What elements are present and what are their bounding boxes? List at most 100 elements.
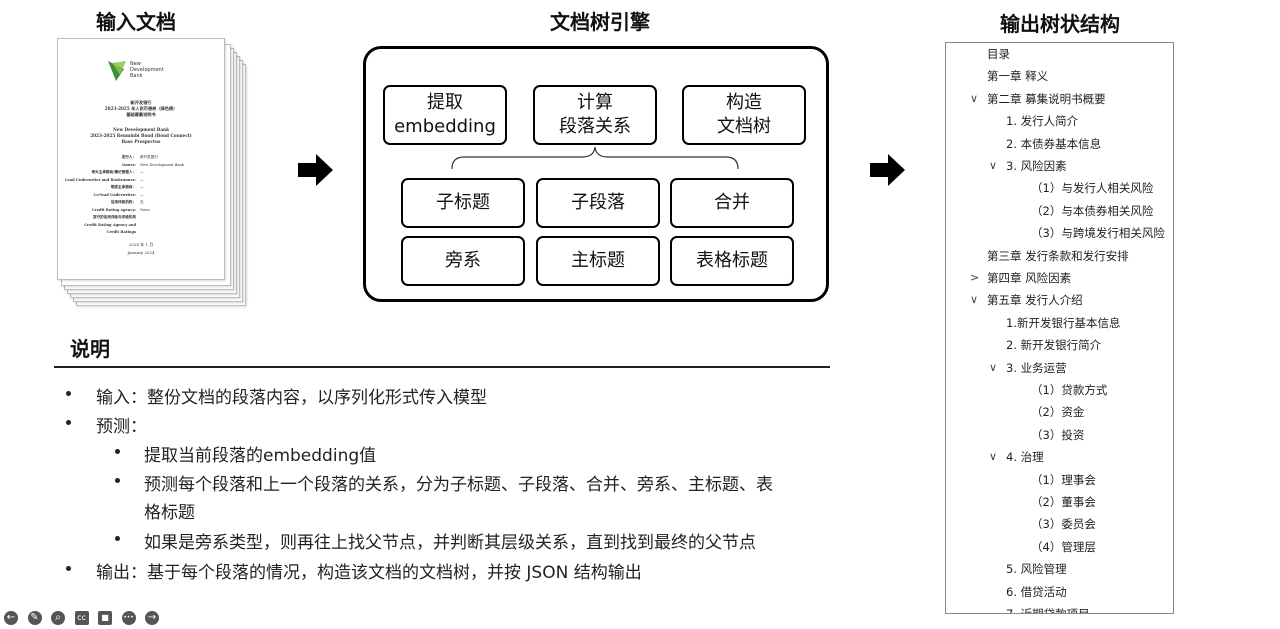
tree-node[interactable]: 2. 本债券基本信息	[1006, 136, 1102, 151]
bullet-dot	[66, 566, 71, 571]
tree-node[interactable]: 3. 业务运营	[1006, 360, 1067, 375]
tree-node[interactable]: 第四章 风险因素	[987, 271, 1072, 285]
chevron-down-icon[interactable]: ∨	[970, 91, 979, 105]
doc-info-label: Co-lead Underwriter:	[93, 192, 136, 197]
doc-info-value: 无	[140, 200, 144, 204]
chevron-right-icon[interactable]: >	[970, 271, 980, 284]
tree-node[interactable]: （1）与发行人相关风险	[1031, 181, 1154, 196]
tree-node[interactable]: （1）贷款方式	[1031, 383, 1108, 397]
tree-node[interactable]: （4）管理层	[1031, 539, 1096, 554]
engine-section-title: 文档树引擎	[550, 10, 650, 34]
arrow-right-icon	[870, 154, 905, 186]
compute-relation-box: 计算段落关系	[533, 85, 657, 145]
tree-node[interactable]: 4. 治理	[1006, 450, 1044, 465]
doc-info-label: 信用评级机构：	[110, 200, 136, 204]
box-line: 构造	[726, 92, 762, 113]
doc-info-value: None	[140, 207, 150, 212]
doc-info-label: 牵头主承销商/簿记管理人：	[91, 170, 136, 174]
pen-icon[interactable]: ✎	[27, 611, 42, 625]
logo-text: New Development Bank	[130, 61, 164, 79]
bank-logo-icon	[108, 61, 126, 81]
doc-en-title: New Development Bank 2023-2025 Renminbi …	[58, 127, 224, 145]
bullet-predict: 预测：	[96, 417, 147, 437]
relation-main-title-box: 主标题	[536, 236, 660, 286]
zoom-icon[interactable]: ⌕	[51, 611, 65, 625]
chevron-down-icon[interactable]: ∨	[989, 159, 998, 172]
doc-info-label: Lead Underwriter and Bookrunner:	[64, 177, 136, 182]
doc-info-label: 联席主承销商：	[110, 185, 136, 189]
chevron-down-icon[interactable]: ∨	[989, 450, 998, 464]
input-section-title: 输入文档	[96, 10, 176, 34]
tree-node[interactable]: （3）与跨境发行相关风险	[1031, 226, 1165, 241]
doc-line: 基础募集说明书	[126, 112, 156, 117]
box-line: 段落关系	[559, 116, 631, 137]
doc-info-value: 新开发银行	[140, 155, 158, 159]
tree-node[interactable]: （2）与本债券相关风险	[1031, 203, 1154, 218]
tree-node[interactable]: 6. 借贷活动	[1006, 584, 1067, 599]
video-icon[interactable]: ■	[98, 611, 112, 625]
chevron-down-icon[interactable]: ∨	[989, 360, 998, 374]
relation-subparagraph-box: 子段落	[536, 178, 660, 228]
tree-node[interactable]: 2. 新开发银行简介	[1006, 338, 1102, 353]
arrow-right-icon	[298, 154, 333, 186]
explanation-divider	[54, 366, 830, 368]
doc-info-value: —	[140, 177, 144, 182]
doc-line: 2023-2025 Renminbi Bond (Bond Connect)	[90, 133, 192, 138]
doc-info-label: Credit Ratings	[106, 230, 136, 234]
tree-node[interactable]: 3. 风险因素	[1006, 159, 1067, 173]
bullet-extract-embedding: 提取当前段落的embedding值	[144, 446, 377, 466]
box-line: 文档树	[717, 116, 771, 137]
bullet-sibling-rule: 如果是旁系类型，则再往上找父节点，并判断其层级关系，直到找到最终的父节点	[144, 533, 756, 553]
doc-info-label: Issuer:	[122, 162, 136, 167]
doc-info-label: Credit Rating Agency and	[84, 222, 136, 227]
bullet-dot	[66, 391, 71, 396]
doc-cn-title: 新开发银行 2023-2025 年人民币债券（绿色债） 基础募集说明书	[58, 100, 224, 118]
tree-node[interactable]: 目录	[987, 47, 1010, 61]
bullet-predict-relation-cont: 格标题	[144, 503, 195, 523]
doc-line: New Development Bank	[113, 127, 169, 132]
extract-embedding-box: 提取 embedding	[383, 85, 507, 145]
doc-info-label: Credit Rating agency:	[92, 207, 136, 212]
doc-info-value: —	[140, 185, 144, 189]
output-section-title: 输出树状结构	[1000, 12, 1120, 36]
forward-icon[interactable]: →	[145, 611, 159, 625]
tree-node[interactable]: 7. 近期贷款项目	[1006, 607, 1090, 614]
bullet-dot	[115, 449, 120, 454]
doc-info-value: —	[140, 192, 144, 197]
tree-node[interactable]: 1. 发行人简介	[1006, 114, 1079, 129]
relation-subtitle-box: 子标题	[401, 178, 525, 228]
explanation-title: 说明	[70, 337, 110, 361]
doc-info-label: 发行人：	[121, 155, 136, 159]
logo-line: Bank	[130, 73, 143, 79]
box-line: embedding	[394, 116, 496, 137]
doc-line: January 2024	[127, 250, 155, 255]
brace-icon	[451, 146, 739, 170]
box-line: 提取	[426, 92, 463, 113]
tree-node[interactable]: 第二章 募集说明书概要	[987, 91, 1106, 106]
box-line: 计算	[577, 92, 613, 113]
bullet-output: 输出：基于每个段落的情况，构造该文档的文档树，并按 JSON 结构输出	[96, 563, 642, 583]
output-tree-panel[interactable]: 目录第一章 释义 ∨ 第二章 募集说明书概要 1. 发行人简介 2. 本债券基本信息 ∨ 3…	[945, 42, 1174, 614]
tree-node[interactable]: 1.新开发银行基本信息	[1006, 315, 1121, 330]
tree-node[interactable]: （3）委员会	[1031, 517, 1096, 532]
captions-icon[interactable]: cc	[74, 611, 89, 625]
bullet-predict-relation: 预测每个段落和上一个段落的关系，分为子标题、子段落、合并、旁系、主标题、表	[144, 475, 773, 495]
doc-line: Base Prospectus	[121, 139, 161, 144]
bullet-input: 输入：整份文档的段落内容，以序列化形式传入模型	[96, 388, 487, 408]
tree-node[interactable]: 5. 风险管理	[1006, 562, 1067, 577]
logo-line: Development	[130, 67, 164, 73]
more-icon[interactable]: •••	[121, 611, 136, 625]
tree-node[interactable]: （3）投资	[1031, 427, 1085, 442]
doc-info-label: 发行的信用评级与评级机构	[92, 215, 136, 219]
tree-node[interactable]: （2）董事会	[1031, 495, 1096, 509]
tree-node[interactable]: 第三章 发行条款和发行安排	[987, 248, 1129, 263]
tree-node[interactable]: （1）理事会	[1031, 472, 1096, 487]
doc-line: 新开发银行	[130, 100, 152, 105]
chevron-down-icon[interactable]: ∨	[970, 293, 979, 307]
tree-node[interactable]: 第一章 释义	[987, 69, 1049, 84]
back-icon[interactable]: ←	[4, 611, 18, 625]
tree-node[interactable]: （2）资金	[1031, 405, 1085, 420]
logo-line: New	[130, 61, 141, 67]
tree-node[interactable]: 第五章 发行人介绍	[987, 293, 1083, 308]
